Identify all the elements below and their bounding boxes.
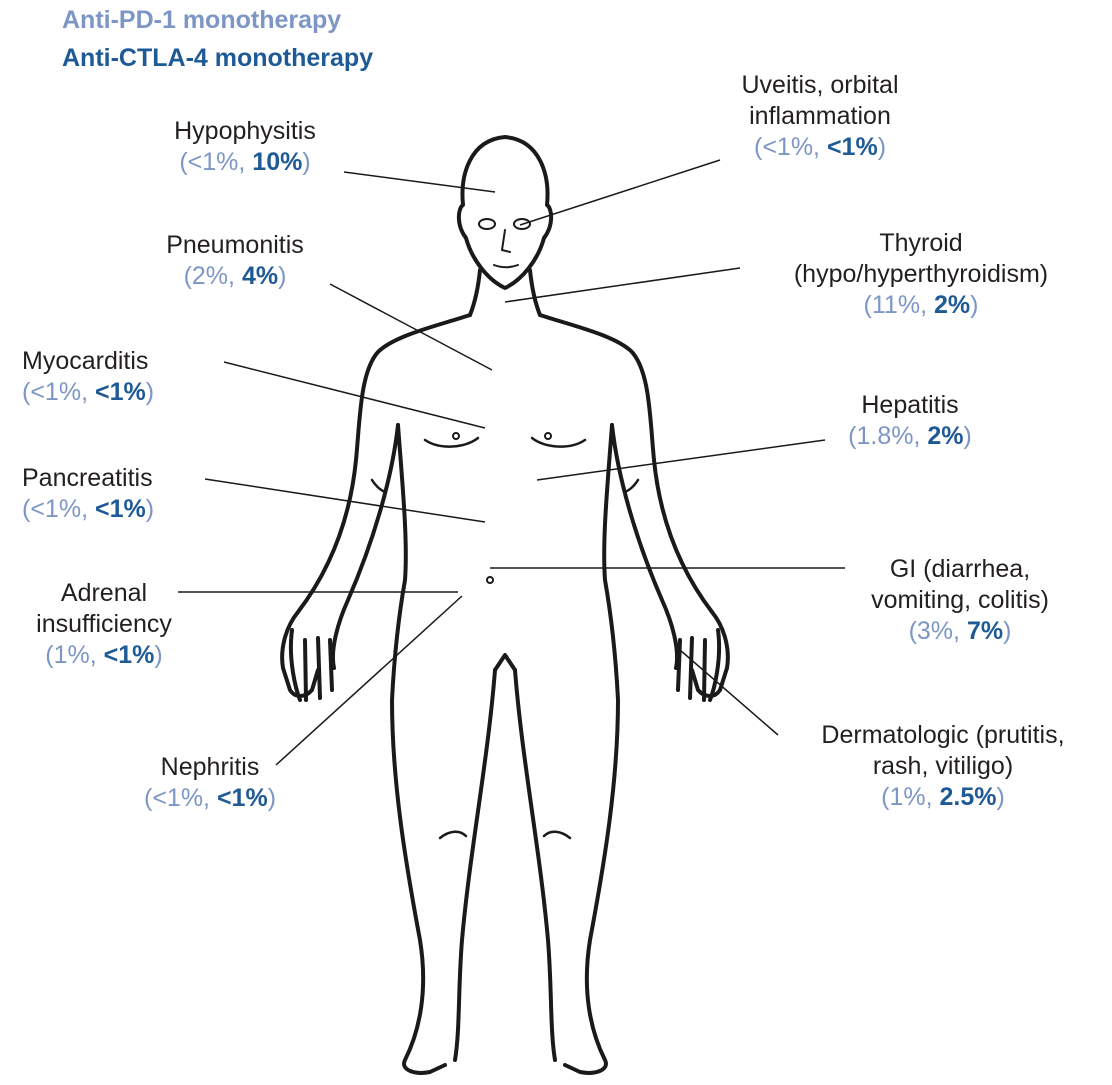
gi-ctla4: 7% bbox=[967, 617, 1003, 645]
label-pancreatitis: Pancreatitis (<1%, <1%) bbox=[22, 463, 222, 525]
label-pneumonitis: Pneumonitis (2%, 4%) bbox=[150, 230, 320, 292]
hepatitis-ctla4: 2% bbox=[927, 422, 963, 450]
uveitis-name-1: Uveitis, orbital bbox=[690, 70, 950, 101]
dermatologic-name-1: Dermatologic (prutitis, bbox=[778, 720, 1108, 751]
label-hypophysitis: Hypophysitis (<1%, 10%) bbox=[140, 116, 350, 178]
adrenal-values: (1%, <1%) bbox=[4, 640, 204, 671]
leader-pneumonitis bbox=[330, 284, 492, 370]
nephritis-ctla4: <1% bbox=[217, 784, 268, 812]
label-myocarditis: Myocarditis (<1%, <1%) bbox=[22, 346, 222, 408]
leader-uveitis bbox=[520, 160, 720, 225]
nephritis-pd1: <1% bbox=[152, 784, 203, 812]
leader-hepatitis bbox=[537, 440, 825, 480]
gi-values: (3%, 7%) bbox=[840, 616, 1080, 647]
pneumonitis-pd1: 2% bbox=[192, 262, 228, 290]
label-adrenal: Adrenal insufficiency (1%, <1%) bbox=[4, 578, 204, 671]
dermatologic-pd1: 1% bbox=[889, 783, 925, 811]
hepatitis-pd1: 1.8% bbox=[856, 422, 913, 450]
myocarditis-name: Myocarditis bbox=[22, 346, 222, 377]
uveitis-name-2: inflammation bbox=[690, 101, 950, 132]
adrenal-pd1: 1% bbox=[54, 641, 90, 669]
gi-name-1: GI (diarrhea, bbox=[840, 554, 1080, 585]
thyroid-name-2: (hypo/hyperthyroidism) bbox=[745, 259, 1097, 290]
thyroid-pd1: 11% bbox=[872, 291, 920, 319]
adrenal-ctla4: <1% bbox=[104, 641, 155, 669]
myocarditis-values: (<1%, <1%) bbox=[22, 377, 222, 408]
hepatitis-values: (1.8%, 2%) bbox=[820, 421, 1000, 452]
uveitis-values: (<1%, <1%) bbox=[690, 132, 950, 163]
label-thyroid: Thyroid (hypo/hyperthyroidism) (11%, 2%) bbox=[745, 228, 1097, 321]
uveitis-pd1: <1% bbox=[762, 133, 813, 161]
label-gi: GI (diarrhea, vomiting, colitis) (3%, 7%… bbox=[840, 554, 1080, 647]
hypophysitis-ctla4: 10% bbox=[252, 148, 302, 176]
gi-name-2: vomiting, colitis) bbox=[840, 585, 1080, 616]
label-nephritis: Nephritis (<1%, <1%) bbox=[110, 752, 310, 814]
uveitis-ctla4: <1% bbox=[827, 133, 878, 161]
thyroid-ctla4: 2% bbox=[934, 291, 970, 319]
leader-thyroid bbox=[505, 268, 740, 302]
pancreatitis-values: (<1%, <1%) bbox=[22, 494, 222, 525]
body-outline bbox=[282, 137, 728, 1073]
nephritis-values: (<1%, <1%) bbox=[110, 783, 310, 814]
dermatologic-ctla4: 2.5% bbox=[940, 783, 997, 811]
label-hepatitis: Hepatitis (1.8%, 2%) bbox=[820, 390, 1000, 452]
leader-myocarditis bbox=[224, 362, 485, 428]
gi-pd1: 3% bbox=[917, 617, 953, 645]
label-dermatologic: Dermatologic (prutitis, rash, vitiligo) … bbox=[778, 720, 1108, 813]
hypophysitis-pd1: <1% bbox=[188, 148, 239, 176]
pneumonitis-ctla4: 4% bbox=[242, 262, 278, 290]
pancreatitis-pd1: <1% bbox=[30, 495, 81, 523]
leader-hypophysitis bbox=[344, 172, 495, 192]
pneumonitis-values: (2%, 4%) bbox=[150, 261, 320, 292]
pancreatitis-ctla4: <1% bbox=[95, 495, 146, 523]
pancreatitis-name: Pancreatitis bbox=[22, 463, 222, 494]
hypophysitis-values: (<1%, 10%) bbox=[140, 147, 350, 178]
pneumonitis-name: Pneumonitis bbox=[150, 230, 320, 261]
myocarditis-ctla4: <1% bbox=[95, 378, 146, 406]
hepatitis-name: Hepatitis bbox=[820, 390, 1000, 421]
thyroid-name-1: Thyroid bbox=[745, 228, 1097, 259]
label-uveitis: Uveitis, orbital inflammation (<1%, <1%) bbox=[690, 70, 950, 163]
dermatologic-name-2: rash, vitiligo) bbox=[778, 751, 1108, 782]
myocarditis-pd1: <1% bbox=[30, 378, 81, 406]
thyroid-values: (11%, 2%) bbox=[745, 290, 1097, 321]
hypophysitis-name: Hypophysitis bbox=[140, 116, 350, 147]
dermatologic-values: (1%, 2.5%) bbox=[778, 782, 1108, 813]
nephritis-name: Nephritis bbox=[110, 752, 310, 783]
adrenal-name-1: Adrenal bbox=[4, 578, 204, 609]
adrenal-name-2: insufficiency bbox=[4, 609, 204, 640]
